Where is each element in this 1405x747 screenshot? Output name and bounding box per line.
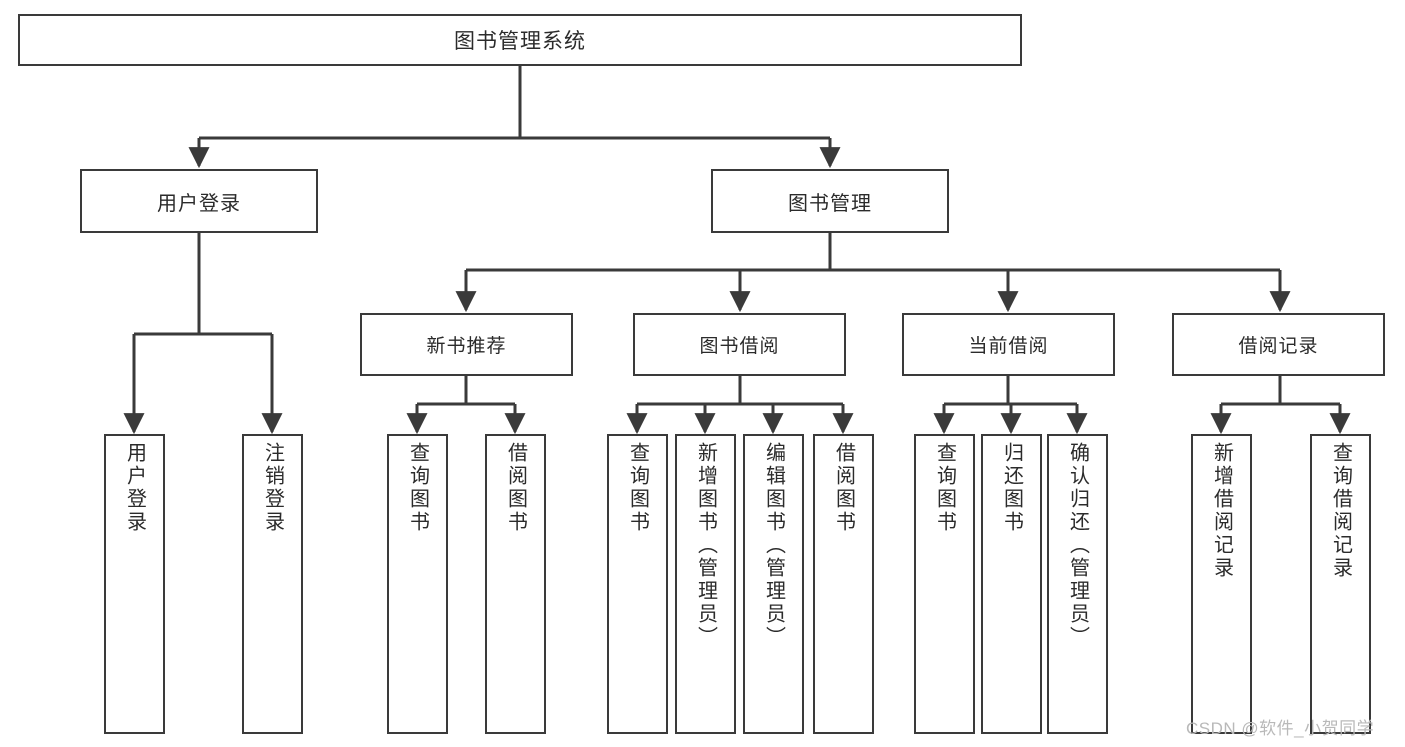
node-leaf-logout-label: 注销登录: [261, 442, 284, 534]
node-leaf-add-book[interactable]: 新增图书（管理员）: [675, 434, 736, 734]
node-leaf-add-book-label: 新增图书（管理员）: [694, 442, 717, 649]
node-leaf-borrow-book-2[interactable]: 借阅图书: [813, 434, 874, 734]
node-leaf-edit-book[interactable]: 编辑图书（管理员）: [743, 434, 804, 734]
node-book-borrow-label: 图书借阅: [699, 336, 780, 357]
node-leaf-edit-book-label: 编辑图书（管理员）: [762, 442, 785, 649]
node-leaf-query-record-label: 查询借阅记录: [1329, 442, 1352, 580]
node-user-login-label: 用户登录: [157, 192, 241, 215]
node-current-borrow[interactable]: 当前借阅: [902, 313, 1115, 376]
node-leaf-query-book-1-label: 查询图书: [406, 442, 429, 534]
node-borrow-record-label: 借阅记录: [1238, 336, 1319, 357]
node-leaf-query-book-3-label: 查询图书: [933, 442, 956, 534]
node-leaf-query-book-3[interactable]: 查询图书: [914, 434, 975, 734]
node-leaf-borrow-book-1[interactable]: 借阅图书: [485, 434, 546, 734]
node-leaf-query-book-2[interactable]: 查询图书: [607, 434, 668, 734]
node-current-borrow-label: 当前借阅: [968, 336, 1049, 357]
node-leaf-logout[interactable]: 注销登录: [242, 434, 303, 734]
node-leaf-user-login-label: 用户登录: [123, 442, 146, 534]
node-user-login[interactable]: 用户登录: [80, 169, 318, 233]
node-leaf-query-book-1[interactable]: 查询图书: [387, 434, 448, 734]
node-leaf-query-record[interactable]: 查询借阅记录: [1310, 434, 1371, 734]
node-leaf-add-record[interactable]: 新增借阅记录: [1191, 434, 1252, 734]
node-leaf-borrow-book-2-label: 借阅图书: [832, 442, 855, 534]
node-book-manage-label: 图书管理: [788, 192, 872, 215]
node-new-book-recommend[interactable]: 新书推荐: [360, 313, 573, 376]
node-leaf-user-login[interactable]: 用户登录: [104, 434, 165, 734]
node-leaf-confirm-return-label: 确认归还（管理员）: [1066, 442, 1089, 649]
node-leaf-add-record-label: 新增借阅记录: [1210, 442, 1233, 580]
node-root-label: 图书管理系统: [454, 30, 586, 53]
node-new-book-recommend-label: 新书推荐: [426, 336, 507, 357]
node-leaf-return-book[interactable]: 归还图书: [981, 434, 1042, 734]
node-leaf-borrow-book-1-label: 借阅图书: [504, 442, 527, 534]
csdn-watermark: CSDN @软件_小贺同学: [1186, 719, 1375, 738]
node-borrow-record[interactable]: 借阅记录: [1172, 313, 1385, 376]
node-leaf-query-book-2-label: 查询图书: [626, 442, 649, 534]
node-leaf-return-book-label: 归还图书: [1000, 442, 1023, 534]
node-book-manage[interactable]: 图书管理: [711, 169, 949, 233]
node-leaf-confirm-return[interactable]: 确认归还（管理员）: [1047, 434, 1108, 734]
node-book-borrow[interactable]: 图书借阅: [633, 313, 846, 376]
node-root[interactable]: 图书管理系统: [18, 14, 1022, 66]
